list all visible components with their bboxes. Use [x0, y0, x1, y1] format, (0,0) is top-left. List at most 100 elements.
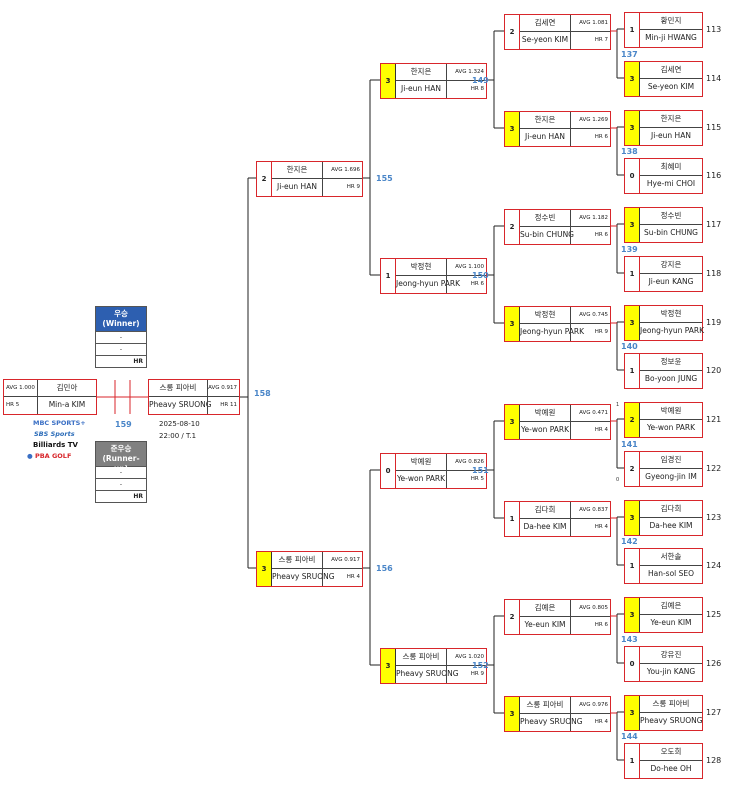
player-name-kr: 정수빈 [520, 210, 570, 227]
winner-row: - [96, 343, 146, 355]
score-cell: 3 [257, 552, 272, 586]
score-cell: 3 [625, 306, 640, 340]
player-hr: HR 8 [446, 81, 486, 98]
round1-side-score: 1 [616, 402, 620, 408]
round1-match-number: 128 [706, 756, 722, 765]
score-cell: 1 [625, 13, 640, 47]
score-cell: 3 [505, 112, 520, 146]
player-name-kr: 황민지 [640, 13, 702, 30]
player-name-kr: 정보윤 [640, 354, 702, 371]
player-hr: HR 9 [446, 666, 486, 683]
player-name-en: Da-hee KIM [649, 521, 693, 530]
mbc-sports-logo: MBC SPORTS+ [33, 419, 86, 427]
player-name-kr: 김예은 [640, 598, 702, 615]
round1-match-number: 118 [706, 269, 722, 278]
final-left-player: AVG 1.000 HR 5 김민아 Min-a KIM [3, 379, 97, 415]
player-name-kr: 서한솔 [640, 549, 702, 566]
player-name-en: Su-bin CHUNG [644, 228, 698, 237]
player-hr: HR 7 [570, 32, 610, 49]
winner-hr: HR [96, 355, 146, 367]
score-cell: 3 [625, 501, 640, 535]
player-name-en: Pheavy SRUONG [640, 716, 703, 725]
player-hr: HR 6 [570, 227, 610, 244]
player-name-kr: 한지은 [272, 162, 322, 179]
player-name-kr: 박예원 [640, 403, 702, 420]
score-cell: 3 [625, 696, 640, 730]
score-cell: 0 [625, 647, 640, 681]
round1-match-number: 125 [706, 610, 722, 619]
score-cell: 3 [381, 649, 396, 683]
player-hr: HR 4 [322, 569, 362, 586]
winner-box: 우승 (Winner) - - HR [95, 306, 147, 368]
player-name-en: Hye-mi CHOI [646, 179, 696, 188]
player-avg: AVG 0.826 [446, 454, 486, 471]
player-hr: HR 6 [446, 276, 486, 293]
billiards-tv-logo: Billiards TV [33, 441, 78, 449]
score-cell: 2 [625, 452, 640, 486]
winner-subtitle: (Winner) [102, 319, 140, 328]
winner-title: 우승 [114, 309, 128, 318]
player-name-en: Se-yeon KIM [647, 82, 695, 91]
round2-match-number: 144 [621, 732, 638, 741]
round1-match-number: 126 [706, 659, 722, 668]
player-hr: HR 6 [570, 129, 610, 146]
player-avg: AVG 0.976 [570, 697, 610, 714]
score-cell: 3 [625, 111, 640, 145]
player-avg: AVG 1.182 [570, 210, 610, 227]
player-hr: HR 5 [446, 471, 486, 488]
player-name-en: Se-yeon KIM [521, 35, 569, 44]
round2-match-number: 137 [621, 50, 638, 59]
player-name-kr: 임경진 [640, 452, 702, 469]
player-name-kr: 스롱 피아비 [272, 552, 322, 569]
player-avg: AVG 0.837 [570, 502, 610, 519]
runnerup-box-header: 준우승 (Runner-up) [96, 442, 146, 473]
player-avg: AVG 0.917 [322, 552, 362, 569]
player-avg: AVG 0.805 [570, 600, 610, 617]
pba-golf-logo: ● PBA GOLF [27, 452, 71, 460]
round4-match-number: 155 [376, 174, 393, 183]
round1-match-number: 123 [706, 513, 722, 522]
score-cell: 3 [505, 307, 520, 341]
player-name-en: Su-bin CHUNG [520, 230, 574, 239]
player-name-en: Ji-eun KANG [648, 277, 694, 286]
round4-match-number: 156 [376, 564, 393, 573]
score-cell: 3 [625, 598, 640, 632]
player-name-en: Do-hee OH [650, 764, 692, 773]
player-name-kr: 한지은 [520, 112, 570, 129]
final-bottom-number: 159 [115, 420, 132, 429]
player-avg: AVG 0.745 [570, 307, 610, 324]
player-name-en: Ye-won PARK [520, 425, 570, 434]
runnerup-hr: HR [96, 490, 146, 502]
player-name-kr: 박예원 [396, 454, 446, 471]
final-right-avg: AVG 0.917 [207, 380, 239, 397]
player-name-en: Jeong-hyun PARK [640, 326, 705, 335]
round2-match-number: 142 [621, 537, 638, 546]
player-name-kr: 박예원 [520, 405, 570, 422]
pba-logo-text: PBA GOLF [34, 452, 72, 460]
score-cell: 3 [625, 62, 640, 96]
player-hr: HR 9 [322, 179, 362, 196]
player-name-en: Han-sol SEO [647, 569, 695, 578]
player-avg: AVG 1.100 [446, 259, 486, 276]
round3-match-number: 152 [472, 661, 489, 670]
runnerup-box: 준우승 (Runner-up) - - HR [95, 441, 147, 503]
round1-match-number: 122 [706, 464, 722, 473]
player-name-kr: 김세연 [640, 62, 702, 79]
player-name-kr: 강지은 [640, 257, 702, 274]
score-cell: 0 [625, 159, 640, 193]
player-name-en: Ji-eun HAN [277, 182, 317, 191]
round3-match-number: 150 [472, 271, 489, 280]
